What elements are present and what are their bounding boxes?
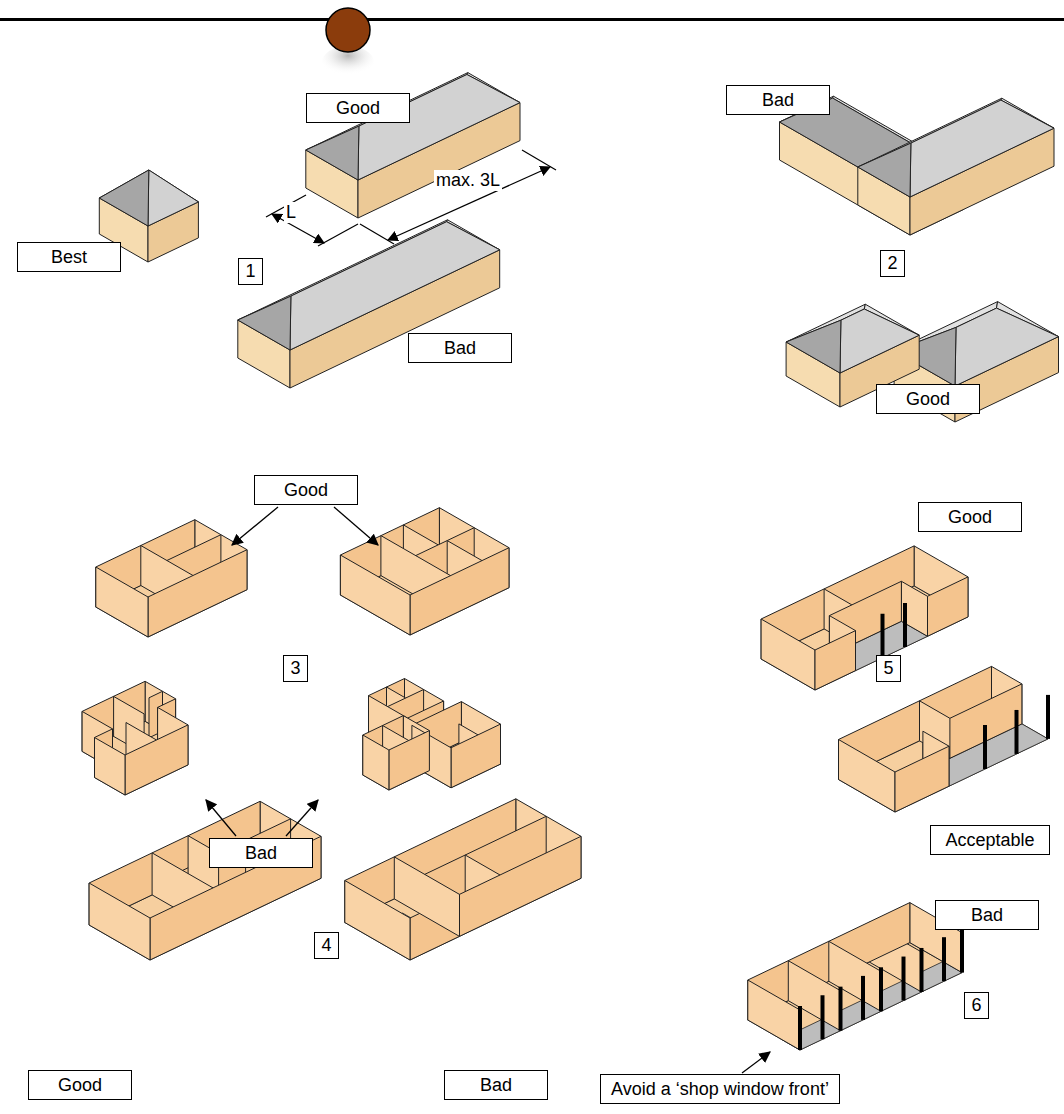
label-text: Good: [284, 480, 328, 501]
label-text: Bad: [245, 843, 277, 864]
label-text: 4: [321, 935, 331, 956]
building-face: [815, 631, 856, 690]
label-text: Bad: [971, 905, 1003, 926]
label-box: Good: [28, 1070, 132, 1100]
label-box: Good: [254, 475, 358, 505]
label-box: Good: [918, 502, 1022, 532]
building-face: [786, 320, 841, 373]
label-box: Bad: [935, 900, 1039, 930]
building-face: [150, 836, 321, 960]
label-text: Bad: [480, 1075, 512, 1096]
label-text: 6: [971, 995, 981, 1016]
building-face: [89, 883, 150, 960]
label-box: Good: [306, 93, 410, 123]
building-face: [895, 746, 949, 812]
callout-number: 6: [964, 992, 989, 1019]
label-text: Bad: [762, 90, 794, 111]
column: [1015, 710, 1019, 754]
column: [942, 937, 946, 981]
building-face: [955, 308, 1059, 386]
callout-number: 4: [314, 932, 339, 959]
building-face: [99, 170, 149, 226]
column: [798, 1006, 802, 1050]
label-text: Good: [336, 98, 380, 119]
column: [839, 987, 843, 1031]
label-text: Good: [948, 507, 992, 528]
label-text: Good: [58, 1075, 102, 1096]
column: [903, 603, 907, 647]
label-text: 2: [887, 253, 897, 274]
callout-number: 2: [880, 250, 905, 277]
column: [983, 725, 987, 769]
dimension-label: max. 3L: [434, 170, 502, 191]
label-text: Avoid a ‘shop window front’: [611, 1079, 829, 1100]
callout-number: 5: [876, 655, 901, 682]
building-face: [125, 725, 188, 795]
building-face: [96, 567, 148, 637]
label-box: Bad: [408, 333, 512, 363]
building-face: [928, 577, 969, 636]
building-face: [345, 881, 410, 961]
label-text: Bad: [444, 338, 476, 359]
label-box: Avoid a ‘shop window front’: [600, 1074, 840, 1104]
building-face: [306, 126, 359, 180]
building-face: [358, 75, 520, 181]
label-box: Acceptable: [930, 825, 1050, 855]
building-face: [95, 738, 126, 796]
label-box: Bad: [209, 838, 313, 868]
header-rule: [0, 18, 1064, 21]
building-face: [238, 296, 291, 350]
building-face: [761, 619, 815, 690]
label-box: Best: [17, 242, 121, 272]
label-text: Best: [51, 247, 87, 268]
building-face: [910, 100, 1054, 197]
callout-number: 1: [238, 258, 263, 285]
label-text: 3: [290, 658, 300, 679]
label-box: Bad: [444, 1070, 548, 1100]
column: [920, 948, 924, 992]
building-face: [148, 550, 247, 637]
dimension-lines: [266, 150, 556, 246]
building-face: [389, 731, 430, 790]
building-face: [340, 555, 410, 635]
label-box: Bad: [726, 85, 830, 115]
building-face: [410, 548, 509, 635]
label-box: Good: [876, 384, 980, 414]
building-face: [148, 170, 198, 226]
column: [879, 967, 883, 1011]
label-text: Acceptable: [945, 830, 1034, 851]
building-face: [363, 735, 389, 790]
building-face: [748, 980, 800, 1050]
leader-arrows: [206, 507, 770, 1073]
column: [902, 957, 906, 1001]
dimension-label: L: [284, 202, 298, 223]
building-face: [858, 143, 911, 197]
column: [1046, 695, 1050, 739]
building-face: [839, 740, 896, 813]
column: [960, 929, 964, 973]
building-face: [840, 309, 919, 373]
column: [821, 995, 825, 1039]
label-text: 5: [883, 658, 893, 679]
label-text: Good: [906, 389, 950, 410]
column: [861, 976, 865, 1020]
column: [881, 614, 885, 658]
label-text: 1: [245, 261, 255, 282]
callout-number: 3: [283, 655, 308, 682]
header-dot: [326, 8, 370, 52]
building-face: [451, 724, 501, 788]
